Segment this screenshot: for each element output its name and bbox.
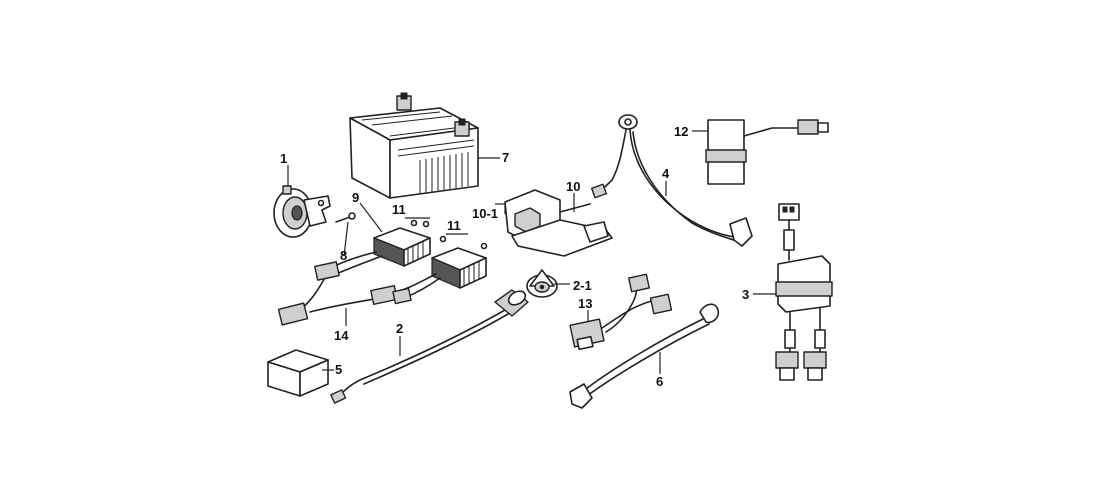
callout-8: 8 — [340, 248, 347, 263]
connector-13 — [569, 273, 673, 351]
battery — [349, 92, 479, 199]
callout-3: 3 — [742, 287, 749, 302]
relay-12 — [705, 119, 829, 185]
callout-13: 13 — [578, 296, 592, 311]
sensor-2-1 — [526, 269, 558, 298]
cable-4 — [590, 114, 753, 247]
callout-4: 4 — [662, 166, 670, 181]
horn — [273, 185, 331, 238]
cable-6 — [569, 303, 720, 409]
callout-2-1: 2-1 — [573, 278, 592, 293]
block-5 — [267, 349, 329, 397]
callout-11-upper: 11 — [392, 202, 406, 217]
callout-14: 14 — [334, 328, 349, 343]
callout-2: 2 — [396, 321, 403, 336]
callout-6: 6 — [656, 374, 663, 389]
callout-11-lower: 11 — [447, 218, 461, 233]
callouts: 1 2 2-1 3 4 5 6 7 8 9 10 10-1 11 11 12 1… — [280, 124, 749, 389]
callout-10: 10 — [566, 179, 580, 194]
harness-2 — [330, 289, 529, 404]
callout-10-1: 10-1 — [472, 206, 498, 221]
wire-harness-14 — [277, 251, 441, 326]
relay-bracket-10 — [504, 189, 613, 257]
callout-12: 12 — [674, 124, 688, 139]
callout-1: 1 — [280, 151, 287, 166]
screws-11 — [410, 219, 488, 250]
harness-3 — [775, 203, 833, 381]
callout-9: 9 — [352, 190, 359, 205]
regulator-upper — [373, 227, 431, 267]
screw-8 — [335, 212, 356, 223]
callout-5: 5 — [335, 362, 342, 377]
callout-7: 7 — [502, 150, 509, 165]
leader-lines — [287, 130, 776, 374]
regulator-lower — [431, 247, 487, 289]
